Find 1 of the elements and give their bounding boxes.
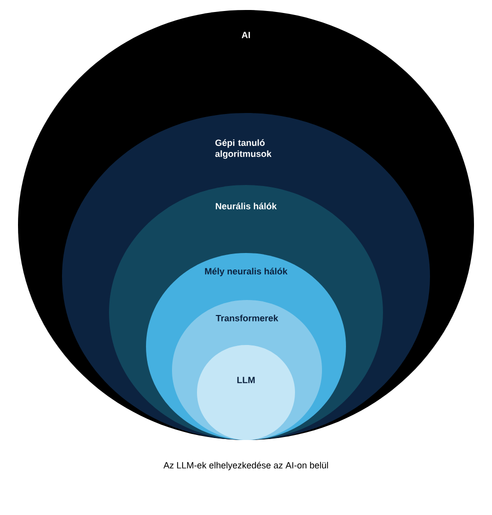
caption: Az LLM-ek elhelyezkedése az AI-on belül — [163, 462, 328, 470]
